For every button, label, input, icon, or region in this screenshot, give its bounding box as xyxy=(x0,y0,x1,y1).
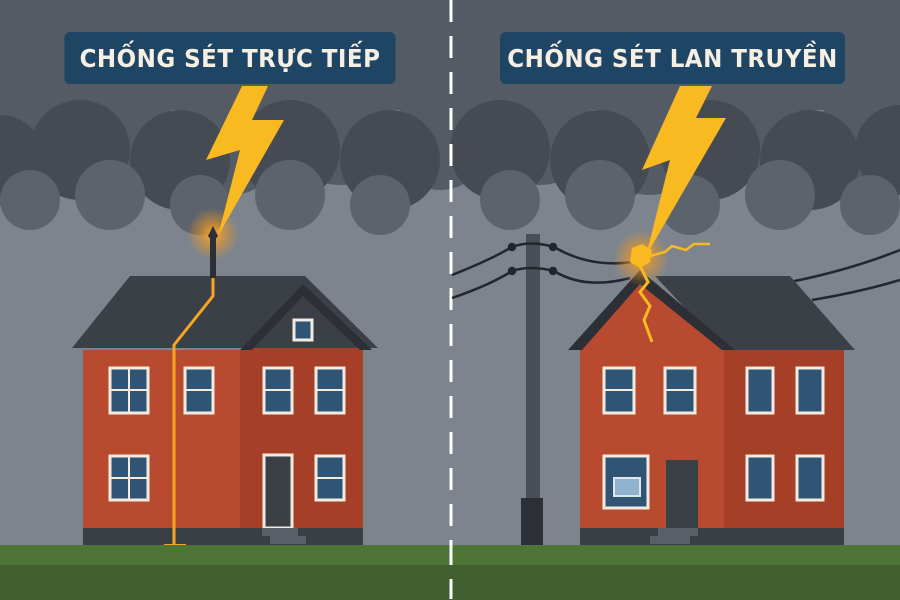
door xyxy=(666,460,698,530)
lightning-bolt-left xyxy=(206,86,284,236)
tv-monitor-icon xyxy=(613,477,641,497)
panel-title-surge: CHỐNG SÉT LAN TRUYỀN xyxy=(500,32,845,84)
door xyxy=(262,453,294,530)
utility-pole xyxy=(521,234,543,545)
down-conductor xyxy=(172,278,215,546)
right-house xyxy=(568,270,855,546)
left-house xyxy=(72,276,378,546)
arc-spark xyxy=(649,242,710,258)
lightning-rod xyxy=(210,238,216,278)
surge-crack xyxy=(638,265,654,343)
power-lines xyxy=(451,242,900,302)
panel-title-direct: CHỐNG SÉT TRỰC TIẾP xyxy=(64,32,396,84)
lightning-bolt-right xyxy=(642,86,726,256)
impact-burst xyxy=(630,244,652,268)
